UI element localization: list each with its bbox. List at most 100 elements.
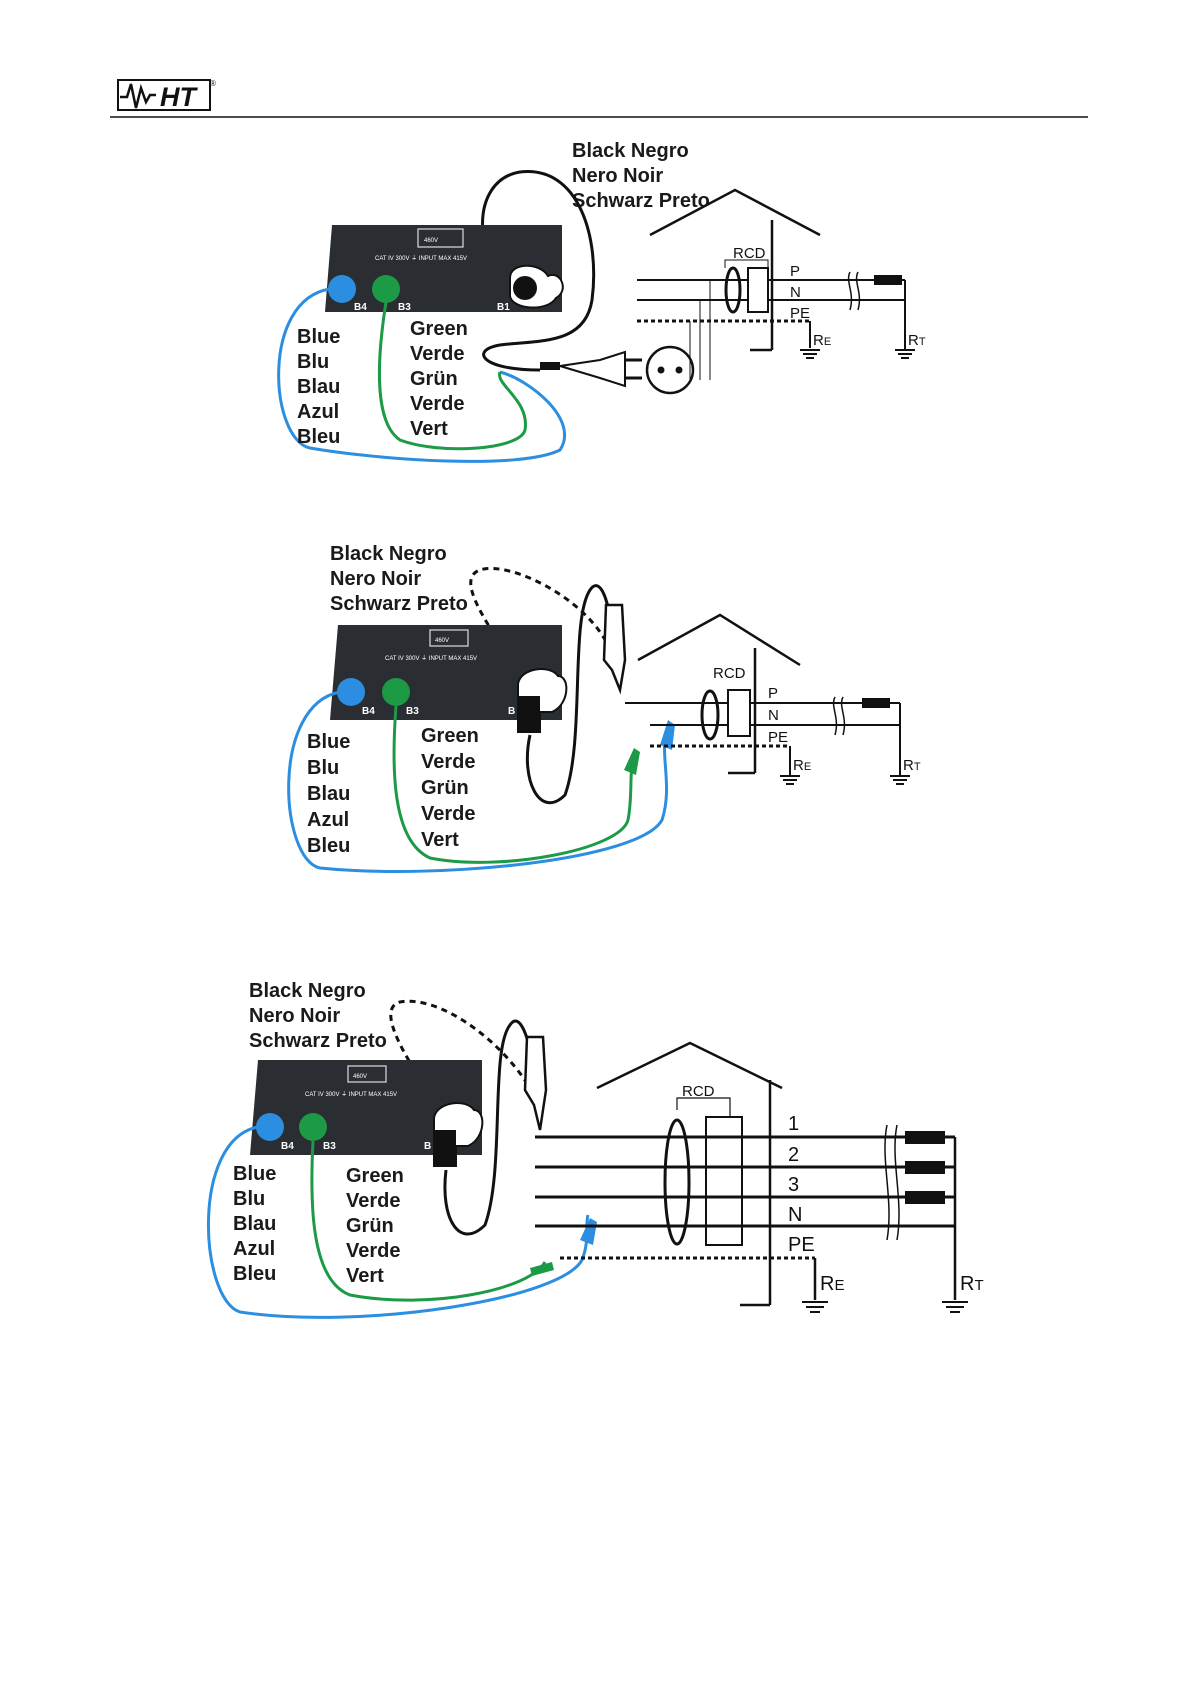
blue-cable <box>287 690 669 873</box>
ground-symbol <box>942 1301 968 1313</box>
b1-socket <box>513 276 537 300</box>
svg-text:RE: RE <box>793 757 811 774</box>
installation: RCD P N PE RE RT <box>637 188 926 380</box>
label-line: Bleu <box>233 1263 276 1285</box>
label-line: Blau <box>297 376 340 398</box>
rating-text: CAT IV 300V ⏚ INPUT MAX 415V <box>385 655 477 662</box>
header: HT ® <box>110 79 1088 118</box>
label-line: Blue <box>233 1163 276 1185</box>
green-cable <box>377 301 527 451</box>
rt-sub: T <box>914 761 921 773</box>
black-lead-label: Black Negro Nero Noir Schwarz Preto <box>330 543 468 615</box>
label-line: Nero Noir <box>330 568 421 590</box>
socket <box>645 345 695 395</box>
label-line: Bleu <box>307 835 350 857</box>
ground-symbol <box>780 775 800 785</box>
label-line: Verde <box>346 1240 400 1262</box>
conductor-label: PE <box>788 1234 815 1256</box>
port-label: B4 <box>354 302 367 313</box>
re-sub: E <box>824 336 831 348</box>
label-line: Blu <box>233 1188 265 1210</box>
instrument: 460V CAT IV 300V ⏚ INPUT MAX 415V B4 B3 … <box>330 625 562 720</box>
diagram-3: Black Negro Nero Noir Schwarz Preto 460V… <box>206 980 984 1319</box>
re-sub: E <box>834 1277 844 1294</box>
black-cable-dashed <box>389 999 530 1126</box>
crocodile-clip <box>523 1035 548 1131</box>
label-line: Verde <box>421 751 475 773</box>
clamp-connector <box>517 668 568 733</box>
label-line: Schwarz Preto <box>330 593 468 615</box>
conductor-label: P <box>790 263 800 280</box>
label-line: Blu <box>307 757 339 779</box>
rcd-toroid <box>700 689 720 741</box>
label-line: Verde <box>346 1190 400 1212</box>
label-line: Bleu <box>297 426 340 448</box>
port-b4-blue <box>256 1113 284 1141</box>
label-line: Black Negro <box>330 543 447 565</box>
load-resistor <box>874 275 902 285</box>
green-clip <box>530 1262 554 1276</box>
rt-label: R <box>908 332 919 349</box>
black-lead-label: Black Negro Nero Noir Schwarz Preto <box>572 140 710 212</box>
green-lead-label: Green Verde Grün Verde Vert <box>421 725 479 851</box>
port-b3-green <box>299 1113 327 1141</box>
diagram-1: Black Negro Nero Noir Schwarz Preto 460V… <box>277 140 926 463</box>
port-label: B <box>508 706 515 717</box>
voltage-badge <box>429 629 469 647</box>
label-line: Grün <box>410 368 458 390</box>
load-resistor <box>862 698 890 708</box>
black-cable <box>443 1019 535 1236</box>
clamp-connector <box>433 1102 484 1167</box>
rcd-toroid <box>724 266 742 314</box>
ground-symbol <box>802 1301 828 1313</box>
port-label: B4 <box>362 706 375 717</box>
port-b3-green <box>372 275 400 303</box>
conductor-label: N <box>790 284 801 301</box>
label-line: Nero Noir <box>572 165 663 187</box>
port-b4-blue <box>337 678 365 706</box>
label-line: Vert <box>346 1265 384 1287</box>
diagram-2: Black Negro Nero Noir Schwarz Preto 460V… <box>287 543 921 873</box>
re-label: R <box>820 1273 834 1295</box>
label-line: Blu <box>297 351 329 373</box>
badge-text: 460V <box>424 238 438 244</box>
green-cable <box>392 705 634 864</box>
instrument: 460V CAT IV 300V ⏚ INPUT MAX 415V B4 B3 … <box>325 225 564 313</box>
label-line: Blue <box>297 326 340 348</box>
rt-sub: T <box>974 1277 983 1294</box>
plug-body <box>559 350 626 388</box>
green-lead-label: Green Verde Grün Verde Vert <box>410 318 468 440</box>
label-line: Blau <box>233 1213 276 1235</box>
voltage-badge <box>347 1065 387 1083</box>
port-label: B4 <box>281 1141 294 1152</box>
label-line: Blau <box>307 783 350 805</box>
port-label: B3 <box>398 302 411 313</box>
rcd-label: RCD <box>682 1083 715 1100</box>
label-line: Grün <box>421 777 469 799</box>
label-line: Green <box>346 1165 404 1187</box>
label-line: Green <box>421 725 479 747</box>
logo-text: HT <box>160 82 198 112</box>
blue-lead-label: Blue Blu Blau Azul Bleu <box>307 731 350 857</box>
svg-text:RT: RT <box>960 1273 984 1295</box>
rcd-toroid <box>663 1118 691 1246</box>
ground-symbol <box>895 349 915 359</box>
blue-lead-label: Blue Blu Blau Azul Bleu <box>233 1163 276 1285</box>
plug-grip <box>540 362 560 370</box>
label-line: Blue <box>307 731 350 753</box>
svg-text:RT: RT <box>908 332 926 349</box>
svg-text:RT: RT <box>903 757 921 774</box>
label-line: Azul <box>297 401 339 423</box>
badge-text: 460V <box>353 1074 367 1080</box>
rt-label: R <box>960 1273 974 1295</box>
port-label: B3 <box>323 1141 336 1152</box>
ground-symbol <box>800 349 820 359</box>
load-resistor <box>905 1161 945 1174</box>
label-line: Vert <box>421 829 459 851</box>
crocodile-clip <box>602 603 627 695</box>
black-cable <box>481 170 596 372</box>
conductor-label: P <box>768 685 778 702</box>
installation: RCD 1 2 3 N PE RE RT <box>535 1041 984 1313</box>
rcd-label: RCD <box>733 245 766 262</box>
